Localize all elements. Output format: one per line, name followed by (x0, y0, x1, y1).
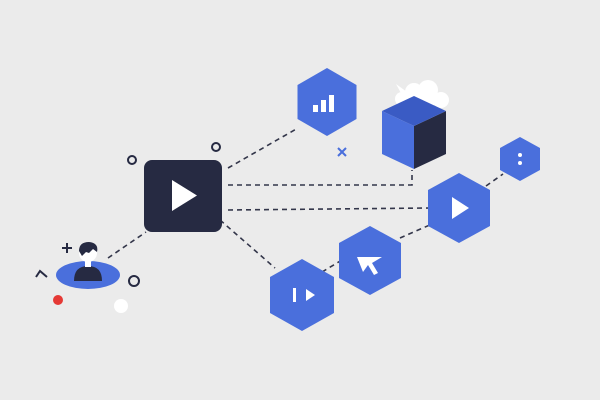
user-node[interactable] (56, 242, 120, 289)
hex-analytics[interactable] (297, 68, 357, 136)
media-controls-icon (293, 288, 315, 302)
video-node[interactable] (144, 160, 222, 232)
connector-play-to-menu (485, 173, 504, 187)
dot-icon (53, 295, 63, 305)
bar-chart-icon (313, 95, 334, 112)
cross-icon (337, 147, 347, 157)
plus-icon (62, 243, 72, 253)
server-top (382, 96, 446, 126)
ring-icon (211, 142, 221, 152)
connector-video-to-play-hex (227, 207, 431, 211)
server-side (414, 111, 446, 169)
ring-icon (127, 155, 137, 165)
hex-media[interactable] (270, 259, 334, 331)
decorations (35, 142, 347, 313)
connector-user-to-video (107, 231, 147, 259)
cursor-click-icon (357, 257, 382, 275)
user-avatar-icon (74, 242, 102, 281)
connector-media-to-cursor (321, 259, 343, 273)
hex-play[interactable] (428, 173, 490, 243)
hex-menu[interactable] (500, 137, 540, 181)
play-icon (172, 180, 197, 211)
server-front (382, 111, 414, 169)
connector-video-to-storage (228, 170, 413, 186)
connector-video-to-chart (227, 127, 299, 169)
storage-node[interactable] (382, 80, 449, 169)
hex-cursor[interactable] (339, 226, 401, 295)
ring-icon (128, 275, 140, 287)
connector-cursor-to-play (399, 223, 433, 239)
dot-icon (114, 299, 128, 313)
connector-lines (107, 127, 504, 273)
connector-video-to-media-hex (219, 219, 276, 269)
play-icon (452, 197, 469, 219)
more-vertical-icon (518, 153, 522, 165)
check-icon (35, 269, 48, 278)
